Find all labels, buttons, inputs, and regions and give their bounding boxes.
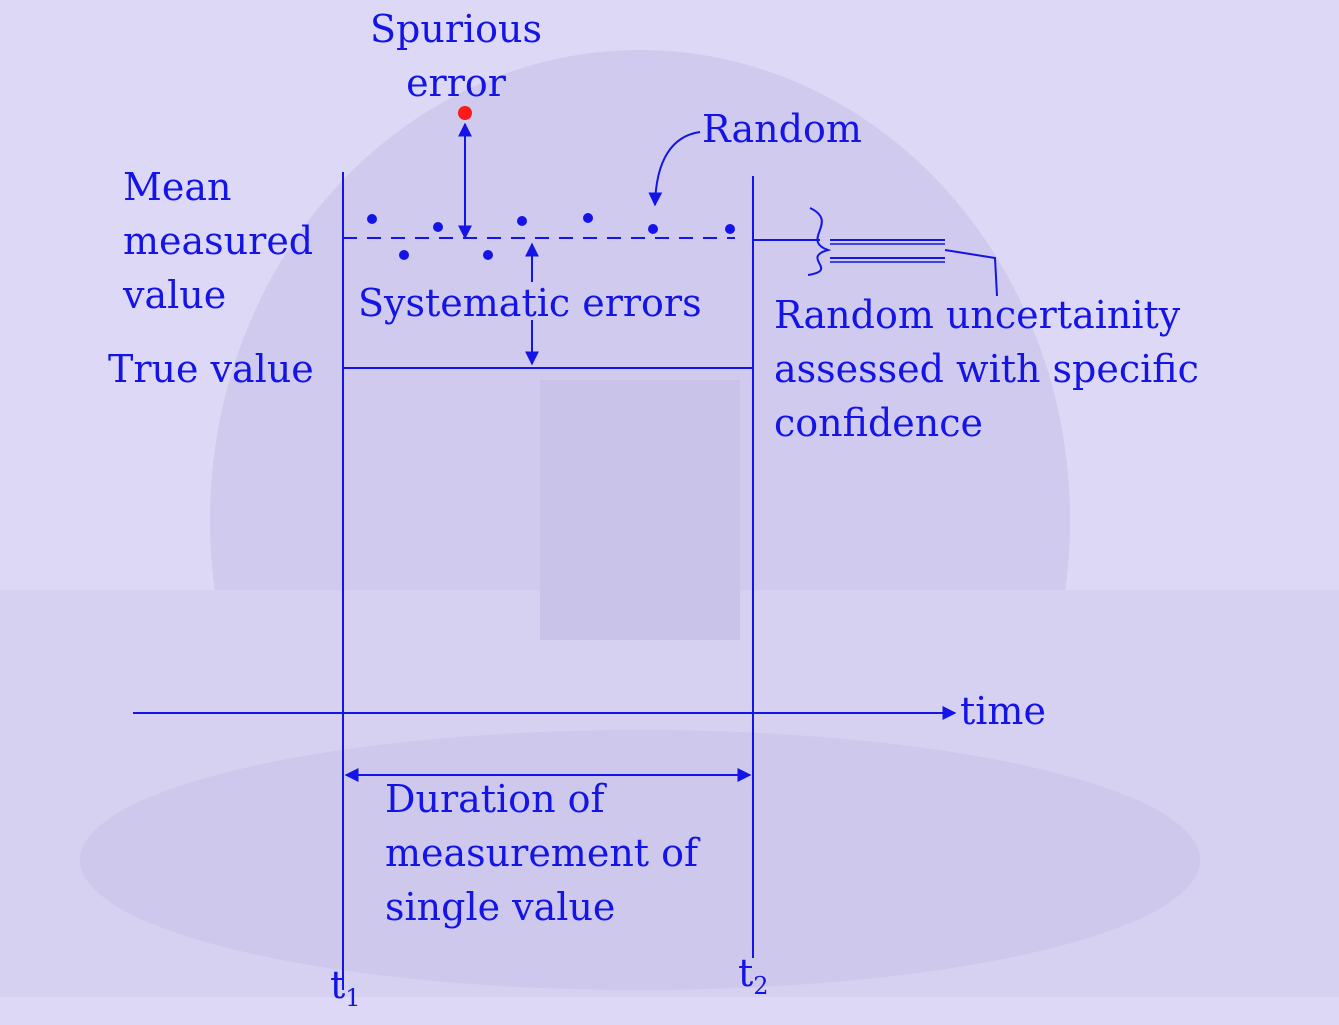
random-uncertainty-label: Random uncertainity assessed with specif… — [774, 293, 1199, 445]
time-axis-label: time — [960, 689, 1046, 733]
error-diagram — [133, 106, 998, 990]
t2-subscript: 2 — [753, 972, 769, 1000]
t1-subscript: 1 — [345, 984, 361, 1012]
measurement-point — [433, 222, 443, 232]
measurement-point — [583, 213, 593, 223]
measurement-point — [483, 250, 493, 260]
background-photo — [210, 50, 1070, 990]
measurement-point — [648, 224, 658, 234]
measurement-point — [725, 224, 735, 234]
systematic-errors-label: Systematic errors — [358, 281, 702, 325]
measurement-point — [399, 250, 409, 260]
duration-label: Duration of measurement of single value — [385, 777, 699, 929]
t1-label: t1 — [330, 958, 361, 1025]
measurement-points — [367, 213, 735, 260]
mean-measured-value-label: Mean measured value — [123, 165, 314, 317]
spurious-error-label: Spurious error — [370, 7, 543, 105]
t2-base: t — [738, 951, 754, 995]
true-value-label: True value — [108, 347, 314, 391]
measurement-point — [517, 216, 527, 226]
random-uncertainty-bracket — [753, 207, 998, 297]
random-pointer-arrow — [648, 131, 701, 207]
t1-base: t — [330, 963, 346, 1007]
spurious-point — [458, 106, 472, 120]
t2-label: t2 — [738, 946, 769, 1013]
random-label: Random — [702, 107, 862, 151]
measurement-point — [367, 214, 377, 224]
